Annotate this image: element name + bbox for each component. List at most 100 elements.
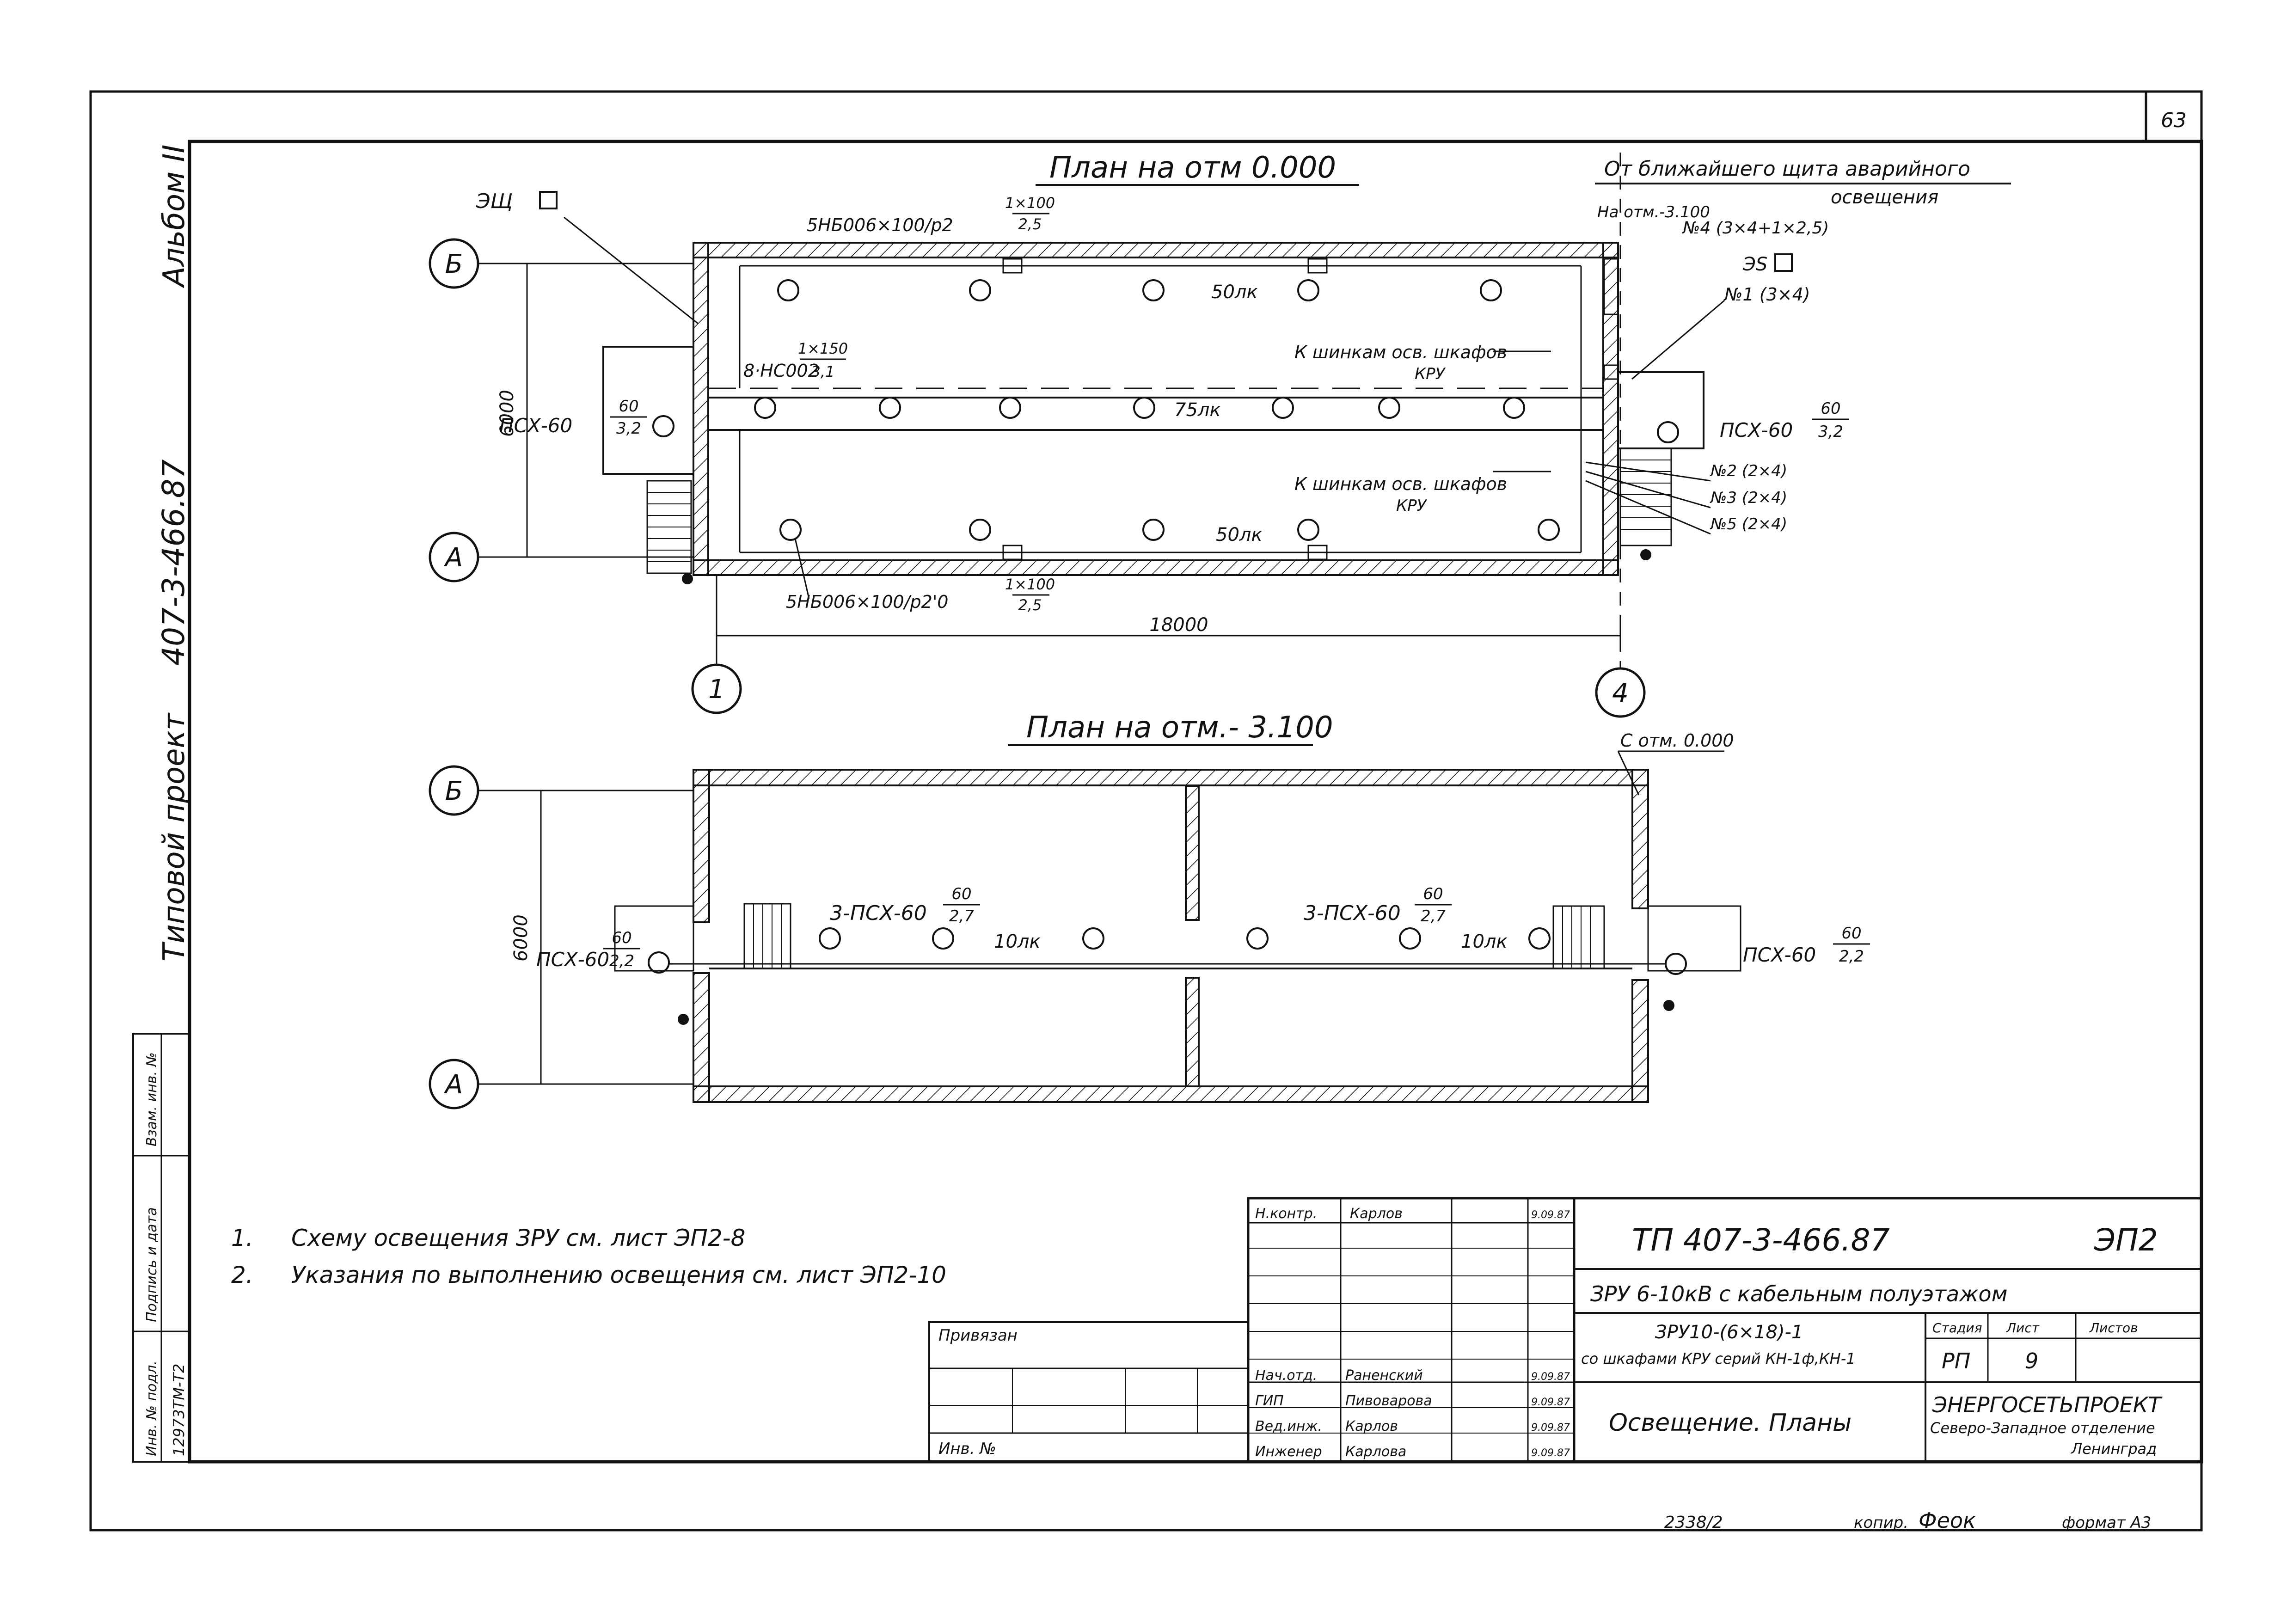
- plan-top: План на отм 0.000: [429, 151, 2011, 718]
- luminaire-entrance-right: [1657, 421, 1679, 443]
- ground-point-basement-left: [678, 1014, 689, 1025]
- lux-middle: 75лк: [1174, 399, 1221, 421]
- bound-label: Привязан: [938, 1326, 1018, 1345]
- hc-num: 1×150: [798, 340, 848, 357]
- basement-right-psx-num: 60: [1841, 924, 1861, 943]
- role-4-date: 9.09.87: [1531, 1447, 1570, 1459]
- right-psx-num: 60: [1821, 399, 1840, 418]
- sheet-value: 9: [2025, 1348, 2038, 1373]
- sheet-code: ЭП2: [2094, 1222, 2158, 1258]
- role-0-date: 9.09.87: [1531, 1209, 1570, 1221]
- role-3-date: 9.09.87: [1531, 1422, 1570, 1434]
- footer: 2338/2 копир. Феок формат А3: [1664, 1508, 2151, 1533]
- role-1-date: 9.09.87: [1531, 1371, 1570, 1383]
- cable-5: №5 (2×4): [1710, 515, 1787, 533]
- dim-6000-bottom: 6000: [510, 914, 532, 962]
- strip-inv-value: 12973ТМ-Т2: [170, 1364, 188, 1456]
- svg-text:4: 4: [1612, 678, 1629, 708]
- left-labels: Альбом II Типовой проект 407-3-466.87: [156, 145, 191, 962]
- subtitle: ЗРУ 6-10кВ с кабельным полуэтажом: [1590, 1281, 2007, 1306]
- luminaire-entrance-left: [652, 415, 674, 437]
- footer-format: формат А3: [2062, 1514, 2151, 1532]
- role-1: Нач.отд.: [1255, 1367, 1317, 1384]
- variant-1: ЗРУ10-(6×18)-1: [1655, 1322, 1803, 1343]
- luminaire-row-bottom: [779, 519, 1560, 541]
- lum-top-label: 5НБ006×100/р2: [807, 215, 953, 235]
- note-2-num: 2.: [231, 1262, 253, 1288]
- kru-note-top-2: КРУ: [1415, 365, 1446, 383]
- right-psx-den: 3,2: [1818, 423, 1843, 441]
- dim-6000-top: 6000: [497, 390, 518, 437]
- role-3-name: Карлов: [1345, 1418, 1398, 1434]
- note-1-text: Схему освещения ЗРУ см. лист ЭП2-8: [291, 1225, 746, 1251]
- org-1: ЭНЕРГОСЕТЬПРОЕКТ: [1932, 1392, 2163, 1417]
- footer-order: 2338/2: [1664, 1513, 1723, 1532]
- svg-text:А: А: [444, 543, 463, 573]
- title-block: Привязан Инв. № Н.контр. Карлов 9.09.87 …: [928, 1197, 2203, 1463]
- cable-2: №2 (2×4): [1710, 462, 1787, 480]
- axis-marker-a-bottom: А: [429, 1059, 693, 1109]
- svg-text:Б: Б: [445, 249, 463, 279]
- basement-right-psx: ПСХ-60: [1743, 944, 1816, 966]
- sheet-frame: 63: [89, 90, 2203, 1532]
- lux-top: 50лк: [1211, 282, 1258, 303]
- lum-top-den: 2,5: [1018, 215, 1042, 233]
- luminaire-row-basement: [648, 927, 1687, 975]
- hc-label: 8·НС002: [743, 361, 819, 381]
- axis-marker-1: 1: [691, 575, 742, 714]
- plan-bottom: План на отм.- 3.100: [429, 711, 1870, 1109]
- dimension-length: 18000: [716, 614, 1621, 647]
- lux-left: 10лк: [994, 931, 1041, 952]
- basement-left-psx-den: 2,2: [609, 952, 634, 970]
- stage-header: Стадия: [1932, 1320, 1982, 1336]
- footer-copied-label: копир.: [1854, 1514, 1908, 1532]
- stair-right-top: [1619, 447, 1672, 546]
- lum-bottom-label: 5НБ006×100/р2'0: [786, 592, 948, 612]
- role-2-date: 9.09.87: [1531, 1397, 1570, 1408]
- left-psx: ПСХ-60: [499, 414, 572, 437]
- doc-code: ТП 407-3-466.87: [1632, 1222, 1889, 1258]
- drawing-name: Освещение. Планы: [1609, 1409, 1852, 1437]
- svg-text:1: 1: [708, 674, 725, 705]
- left-group: 3-ПСХ-60: [830, 901, 927, 925]
- variant-2: со шкафами КРУ серий КН-1ф,КН-1: [1581, 1350, 1856, 1367]
- lum-bottom-num: 1×100: [1005, 576, 1055, 593]
- plan-bottom-title: План на отм.- 3.100: [1026, 711, 1333, 745]
- inv-label: Инв. №: [938, 1440, 996, 1458]
- cable-1: №1 (3×4): [1723, 284, 1810, 305]
- cable-4: №4 (3×4+1×2,5): [1682, 219, 1829, 238]
- basement-left-psx: ПСХ-60: [536, 948, 609, 971]
- stair-left-bottom: [743, 903, 791, 969]
- luminaire-row-top: [777, 279, 1502, 301]
- svg-text:А: А: [444, 1070, 463, 1100]
- right-group-den: 2,7: [1421, 907, 1446, 925]
- role-4: Инженер: [1255, 1444, 1322, 1460]
- left-psx-den: 3,2: [616, 419, 641, 438]
- note-1-num: 1.: [231, 1225, 253, 1251]
- left-group-den: 2,7: [949, 907, 974, 925]
- album-label: Альбом II: [157, 145, 191, 288]
- from-level: С отм. 0.000: [1620, 730, 1734, 751]
- axis-marker-b-bottom: Б: [429, 765, 693, 816]
- left-group-num: 60: [951, 885, 971, 903]
- plan-top-title: План на отм 0.000: [1049, 151, 1336, 185]
- stair-right-bottom: [1552, 905, 1605, 969]
- role-2: ГИП: [1255, 1393, 1284, 1409]
- role-2-name: Пивоварова: [1345, 1393, 1432, 1409]
- ground-point-right: [1640, 549, 1651, 560]
- note-2-text: Указания по выполнению освещения см. лис…: [291, 1262, 946, 1288]
- dimension-height-top: 6000: [497, 263, 541, 558]
- ground-point-left: [682, 573, 693, 584]
- axis-marker-b-top: Б: [429, 238, 693, 289]
- project-code-vertical: 407-3-466.87: [156, 459, 191, 666]
- stair-left-top: [646, 480, 692, 574]
- left-psx-num: 60: [619, 397, 638, 416]
- svg-text:Б: Б: [445, 776, 463, 806]
- page-number: 63: [2161, 109, 2187, 132]
- sheet-header: Лист: [2006, 1320, 2040, 1336]
- role-3: Вед.инж.: [1255, 1418, 1322, 1434]
- hc-den: 3,1: [811, 363, 835, 380]
- luminaire-row-middle: [754, 397, 1525, 419]
- es-label: ЭS: [1742, 254, 1767, 275]
